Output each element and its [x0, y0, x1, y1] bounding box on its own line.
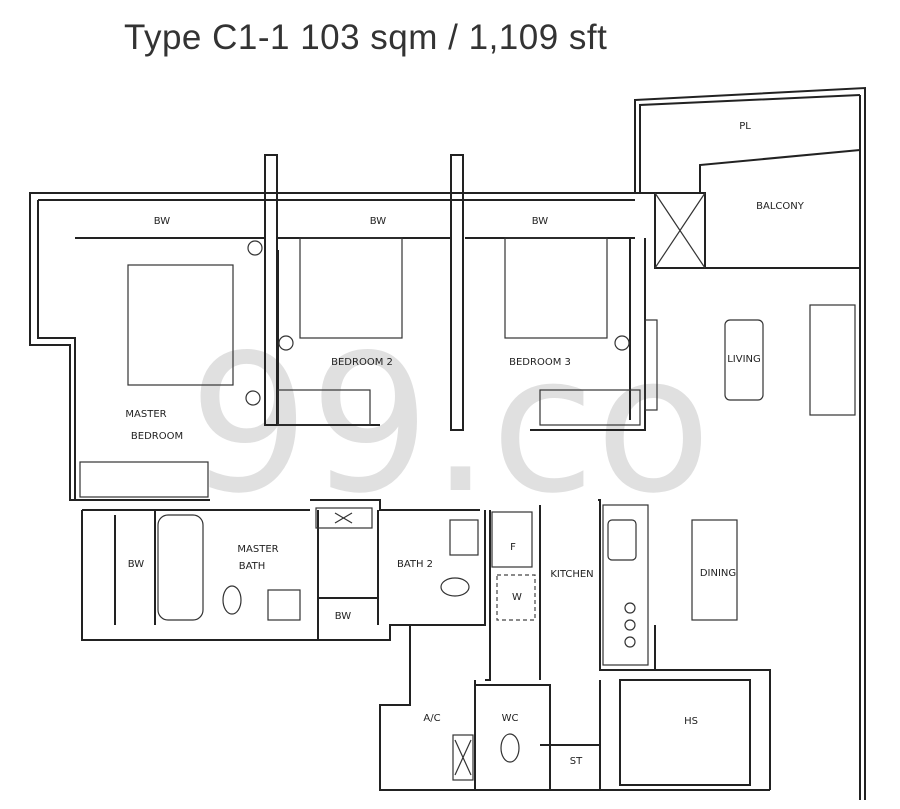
label-bw-master: BW	[128, 559, 145, 570]
dining-table	[691, 519, 738, 621]
label-balcony: BALCONY	[756, 201, 805, 212]
furniture	[79, 237, 856, 763]
master-toilet	[222, 585, 242, 615]
label-bw-bath: BW	[335, 611, 352, 622]
sofa	[809, 304, 856, 416]
label-wc: WC	[502, 713, 519, 724]
walls	[29, 86, 866, 800]
wc-toilet	[500, 733, 520, 763]
label-master-bath: BATH	[239, 561, 266, 572]
label-washer: W	[512, 592, 522, 603]
master-bed	[127, 264, 234, 386]
bedroom3-wardrobe	[539, 389, 641, 426]
bathtub	[157, 514, 204, 621]
master-basin	[267, 589, 301, 621]
tv-console	[644, 319, 658, 411]
room-labels: PL BALCONY BW BW BW BEDROOM 2 BEDROOM 3 …	[125, 121, 804, 767]
label-bedroom-2: BEDROOM 2	[331, 357, 393, 368]
label-bw: BW	[370, 216, 387, 227]
master-wardrobe	[79, 461, 209, 498]
bedroom2-bed	[299, 237, 403, 339]
label-bw: BW	[532, 216, 549, 227]
label-bedroom-3: BEDROOM 3	[509, 357, 571, 368]
label-master-bedroom: BEDROOM	[131, 431, 183, 442]
label-master-bedroom: MASTER	[125, 409, 166, 420]
bedroom2-wardrobe	[277, 389, 371, 426]
label-bath-2: BATH 2	[397, 559, 433, 570]
label-master-bath: MASTER	[237, 544, 278, 555]
label-living: LIVING	[727, 354, 761, 365]
label-dining: DINING	[700, 568, 736, 579]
label-bw: BW	[154, 216, 171, 227]
label-pl: PL	[739, 121, 751, 132]
bath2-toilet	[440, 577, 470, 597]
label-fridge: F	[510, 542, 516, 553]
bedroom3-bed	[504, 237, 608, 339]
floor-plan-title: Type C1-1 103 sqm / 1,109 sft	[124, 18, 608, 57]
label-hs: HS	[684, 716, 698, 727]
bath2-basin	[449, 519, 479, 556]
label-ac: A/C	[423, 713, 440, 724]
label-kitchen: KITCHEN	[550, 569, 593, 580]
label-st: ST	[570, 756, 583, 767]
coffee-table	[724, 319, 764, 401]
